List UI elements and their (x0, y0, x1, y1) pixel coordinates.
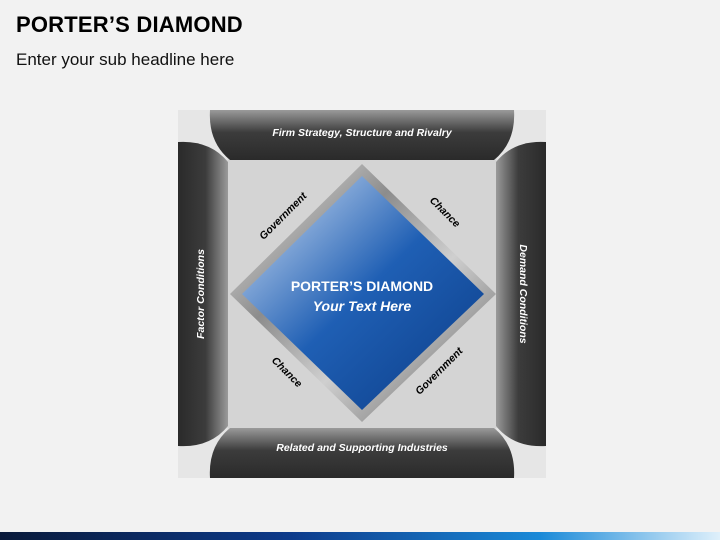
diamond-center-text: PORTER’S DIAMOND Your Text Here (262, 278, 462, 314)
diamond-title: PORTER’S DIAMOND (290, 278, 434, 294)
page-subtitle: Enter your sub headline here (16, 50, 235, 69)
diamond-core (242, 176, 484, 410)
bottom-bar (209, 428, 515, 478)
right-bar-label: Demand Conditions (517, 244, 529, 344)
diamond-subtitle: Your Text Here (312, 298, 412, 314)
bottom-bar-label: Related and Supporting Industries (276, 442, 448, 454)
footer-accent-bar (0, 532, 720, 540)
page-title: PORTER’S DIAMOND (16, 12, 243, 37)
left-bar-label: Factor Conditions (195, 249, 207, 339)
diagram-graphic (178, 110, 546, 478)
left-bar (178, 141, 228, 447)
right-bar (496, 141, 546, 447)
porters-diamond-diagram: Firm Strategy, Structure and Rivalry Rel… (178, 110, 546, 478)
top-bar-label: Firm Strategy, Structure and Rivalry (272, 127, 452, 139)
top-bar (209, 110, 515, 160)
